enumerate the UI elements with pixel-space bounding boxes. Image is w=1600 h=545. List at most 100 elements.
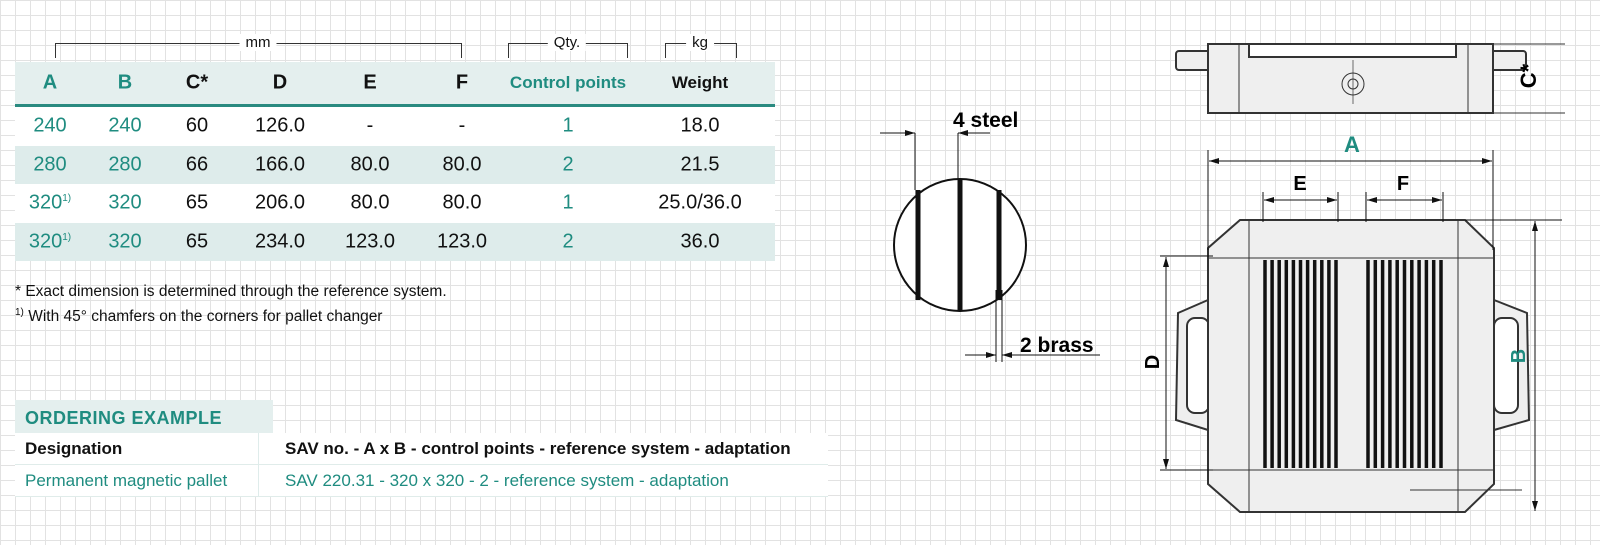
ordering-example-table: Designation SAV no. - A x B - control po… <box>15 433 828 497</box>
cell-value: 280 <box>108 153 142 176</box>
cell-control-points: 1 <box>562 192 573 215</box>
cell-e: 80.0 <box>351 192 390 215</box>
format-header: SAV no. - A x B - control points - refer… <box>285 439 791 458</box>
ordering-header-row: Designation SAV no. - A x B - control po… <box>15 433 828 465</box>
cell-b: 320 <box>108 192 141 215</box>
cell-value: 320 <box>108 230 142 253</box>
cell-value: 80.0 <box>350 191 390 214</box>
col-c: C* <box>185 71 209 94</box>
cell-d: 166.0 <box>255 153 305 176</box>
cell-value: 65 <box>185 191 209 214</box>
table-row: 280 280 66 166.0 80.0 80.0 2 21.5 <box>15 145 775 184</box>
footnote-mark: 1) <box>62 193 72 205</box>
dim-a-label: A <box>1344 132 1360 157</box>
cell-c: 65 <box>186 192 208 215</box>
cell-a: 280 <box>33 153 66 176</box>
cell-value: 234.0 <box>254 230 306 253</box>
table-row: 240 240 60 126.0 - - 1 18.0 <box>15 107 775 146</box>
ordering-divider <box>258 433 259 497</box>
cell-value: 126.0 <box>254 114 306 137</box>
cell-value: 1 <box>562 114 574 137</box>
dim-f-label: F <box>1397 173 1409 195</box>
cell-weight: 21.5 <box>681 153 720 176</box>
cell-value: 60 <box>185 114 209 137</box>
brass-label: 2 brass <box>1020 334 1094 357</box>
table-header: A B C* D E F Control points Weight <box>15 62 775 107</box>
cell-value: 240 <box>33 114 67 137</box>
cell-f: 80.0 <box>443 192 482 215</box>
cell-weight: 36.0 <box>681 230 720 253</box>
unit-qty: Qty. <box>547 34 587 51</box>
cell-value: 80.0 <box>442 153 482 176</box>
cell-b: 320 <box>108 230 141 253</box>
ordering-example-row: Permanent magnetic pallet SAV 220.31 - 3… <box>15 465 828 497</box>
designation-value: Permanent magnetic pallet <box>25 471 228 490</box>
cell-a: 240 <box>33 115 66 138</box>
unit-mm: mm <box>239 34 277 51</box>
cell-value: 18.0 <box>680 114 720 137</box>
footnote-2-text: With 45° chamfers on the corners for pal… <box>23 308 383 326</box>
cell-value: 80.0 <box>442 191 482 214</box>
cell-value: 65 <box>185 230 209 253</box>
cell-value: 36.0 <box>680 230 720 253</box>
footnote-2: 1) With 45° chamfers on the corners for … <box>15 307 382 326</box>
cell-value: 280 <box>33 153 67 176</box>
cell-e: 80.0 <box>351 153 390 176</box>
cell-value: 123.0 <box>344 230 396 253</box>
ordering-example-title: ORDERING EXAMPLE <box>15 400 273 433</box>
cell-value: 1 <box>562 191 574 214</box>
steel-label: 4 steel <box>953 109 1018 132</box>
col-e: E <box>363 71 377 94</box>
cell-d: 206.0 <box>255 192 305 215</box>
dim-b-label: B <box>1508 349 1530 363</box>
cell-b: 240 <box>108 115 141 138</box>
col-f: F <box>455 71 469 94</box>
cell-a: 3201) <box>29 230 71 253</box>
cell-weight: 18.0 <box>681 115 720 138</box>
cell-value: 80.0 <box>350 153 390 176</box>
cell-d: 234.0 <box>255 230 305 253</box>
cell-value: 123.0 <box>436 230 488 253</box>
cell-value: 320 <box>28 230 63 253</box>
footnote-mark: 1) <box>62 231 72 243</box>
cell-c: 65 <box>186 230 208 253</box>
col-a: A <box>42 71 58 94</box>
cell-value: 320 <box>28 191 63 214</box>
cell-a: 3201) <box>29 192 71 215</box>
cell-weight: 25.0/36.0 <box>658 192 741 215</box>
cell-value: 25.0/36.0 <box>658 191 742 214</box>
dim-c-label: C* <box>1516 63 1541 88</box>
cell-value: 2 <box>562 230 574 253</box>
cell-value: 320 <box>108 191 142 214</box>
dim-e-label: E <box>1293 173 1306 195</box>
col-weight: Weight <box>671 73 729 92</box>
cell-value: 66 <box>185 153 209 176</box>
cell-f: 80.0 <box>443 153 482 176</box>
cell-value: - <box>366 114 374 137</box>
designation-header: Designation <box>25 439 123 458</box>
cell-c: 60 <box>186 115 208 138</box>
cell-f: - <box>459 115 466 138</box>
cell-b: 280 <box>108 153 141 176</box>
cell-value: 166.0 <box>254 153 306 176</box>
cell-value: 2 <box>562 153 574 176</box>
col-b: B <box>117 71 133 94</box>
footnote-1: * Exact dimension is determined through … <box>15 283 447 300</box>
cell-e: 123.0 <box>345 230 395 253</box>
cell-f: 123.0 <box>437 230 487 253</box>
cell-control-points: 2 <box>562 153 573 176</box>
cell-e: - <box>367 115 374 138</box>
dimension-lines <box>1160 150 1562 511</box>
pallet-top-view <box>1174 219 1531 513</box>
dim-d-label: D <box>1142 355 1164 369</box>
cell-value: 240 <box>108 114 142 137</box>
col-d: D <box>272 71 288 94</box>
cell-value: 206.0 <box>254 191 306 214</box>
unit-kg: kg <box>686 34 714 51</box>
col-control-points: Control points <box>509 73 627 92</box>
order-code-value: SAV 220.31 - 320 x 320 - 2 - reference s… <box>285 471 729 490</box>
